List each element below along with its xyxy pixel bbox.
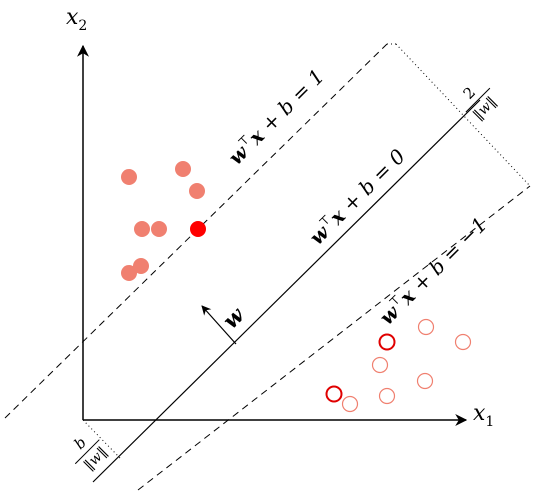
positive-point <box>121 169 137 185</box>
positive-point <box>189 183 205 199</box>
negative-point <box>417 318 435 336</box>
negative-hyperplane-label: w⊤x + b = −1 <box>374 212 492 330</box>
positive-class-points <box>121 161 206 281</box>
decision-boundary-line <box>92 99 481 483</box>
positive-point <box>121 265 137 281</box>
positive-hyperplane-label: w⊤x + b = 1 <box>223 64 329 170</box>
x2-axis-label: x2 <box>66 5 87 34</box>
offset-dotted-line <box>82 419 121 459</box>
svg-text:b: b <box>70 433 90 453</box>
negative-point <box>341 395 359 413</box>
positive-point <box>151 221 167 237</box>
svg-text:2: 2 <box>460 83 479 102</box>
negative-point <box>416 372 434 390</box>
negative-point <box>378 387 396 405</box>
negative-support-vector <box>378 333 396 351</box>
positive-point <box>134 221 150 237</box>
decision-hyperplane-label: w⊤x + b = 0 <box>304 143 410 249</box>
margin-dotted-edge <box>395 43 531 187</box>
positive-support-vector <box>190 221 206 237</box>
negative-support-vector <box>325 385 343 403</box>
normal-vector-arrow <box>201 305 237 345</box>
negative-point <box>454 333 472 351</box>
x1-axis-label: x1 <box>473 401 494 430</box>
positive-point <box>175 161 191 177</box>
positive-point <box>133 258 149 274</box>
negative-point <box>371 356 389 374</box>
negative-class-points <box>325 318 472 413</box>
margin-width-label: 2 ‖w‖ <box>460 83 500 123</box>
negative-margin-line <box>137 185 531 491</box>
